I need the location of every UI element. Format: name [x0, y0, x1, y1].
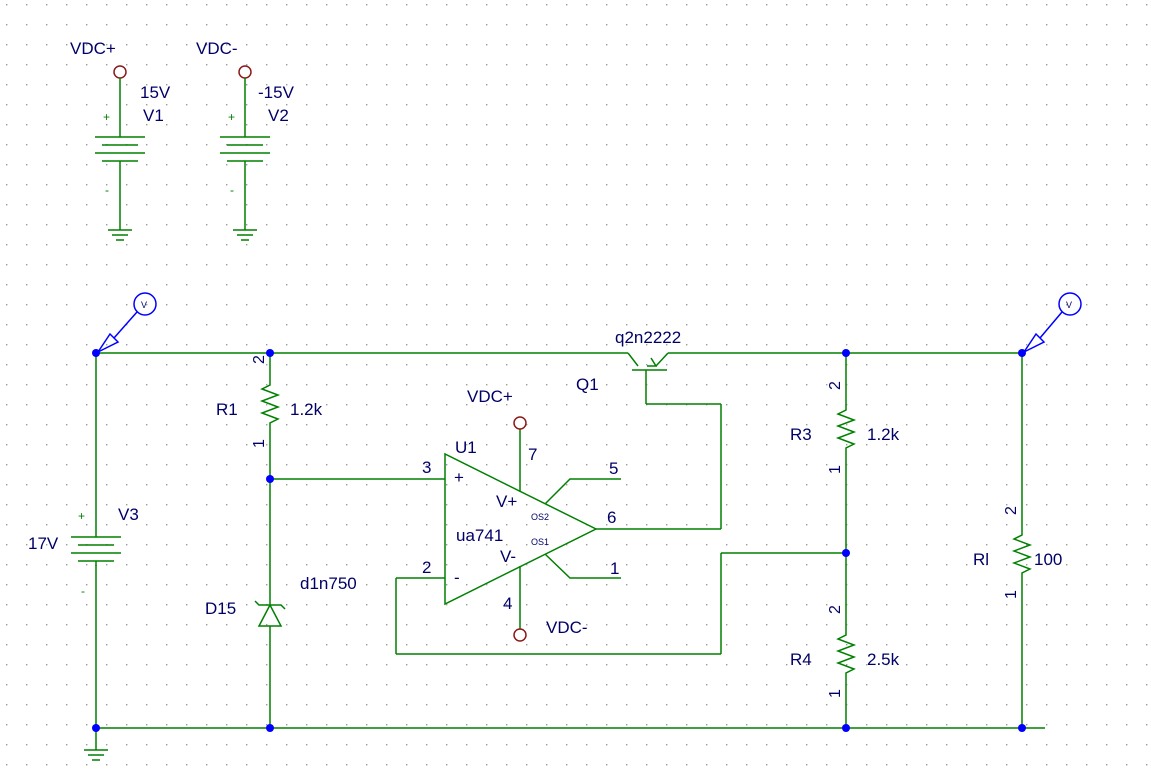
r3-resistor[interactable]: R3 1.2k 2 1: [790, 381, 900, 474]
opamp-pin6: 6: [607, 508, 616, 527]
r4-ref: R4: [790, 650, 812, 669]
opamp-supply-pos-label: VDC+: [467, 387, 513, 406]
opamp-ref: U1: [455, 438, 477, 457]
opamp-model: ua741: [456, 526, 503, 545]
r1-pin-bottom: 1: [251, 439, 268, 448]
v3-minus: -: [81, 584, 85, 598]
opamp-pin2: 2: [422, 558, 431, 577]
rl-ref: Rl: [973, 550, 989, 569]
opamp-pin4: 4: [503, 594, 512, 613]
r3-pin-bottom: 1: [827, 465, 844, 474]
d15-model: d1n750: [300, 574, 357, 593]
v3-source[interactable]: V3 17V + -: [28, 505, 139, 598]
opamp-pin1: 1: [610, 559, 619, 578]
rl-load-resistor[interactable]: Rl 100 2 1: [973, 506, 1062, 599]
rl-pin-top: 2: [1003, 506, 1020, 515]
rl-pin-bottom: 1: [1003, 590, 1020, 599]
q1-transistor[interactable]: q2n2222 Q1: [576, 328, 681, 394]
v1-value: 15V: [140, 83, 171, 102]
opamp-inverting-sign: -: [454, 568, 460, 587]
r4-value: 2.5k: [867, 650, 900, 669]
r1-ref: R1: [216, 400, 238, 419]
v1-source[interactable]: VDC+ 15V V1 + -: [70, 39, 171, 241]
opamp-os1-label: OS1: [531, 537, 549, 547]
r1-resistor[interactable]: R1 1.2k 2 1: [216, 355, 323, 448]
v1-ref: V1: [143, 106, 164, 125]
v1-net-label: VDC+: [70, 39, 116, 58]
opamp-os2-label: OS2: [531, 512, 549, 522]
probe-right-symbol: V: [1066, 300, 1072, 310]
v1-plus: +: [103, 110, 110, 124]
v3-ref: V3: [118, 505, 139, 524]
opamp-noninverting-sign: +: [454, 468, 464, 487]
r1-pin-top: 2: [251, 355, 268, 364]
r3-pin-top: 2: [827, 381, 844, 390]
r4-pin-bottom: 1: [827, 689, 844, 698]
r4-resistor[interactable]: R4 2.5k 2 1: [790, 605, 900, 698]
r1-value: 1.2k: [290, 400, 323, 419]
opamp-pin7: 7: [528, 445, 537, 464]
v3-value: 17V: [28, 534, 59, 553]
d15-zener-diode[interactable]: D15 d1n750: [205, 574, 357, 637]
v3-plus: +: [78, 509, 85, 523]
opamp-vplus-label: V+: [496, 492, 517, 511]
opamp-pin3: 3: [422, 458, 431, 477]
v2-minus: -: [230, 183, 234, 197]
voltage-probe-right[interactable]: V: [1021, 292, 1082, 354]
v2-ref: V2: [268, 106, 289, 125]
junction-dots: [92, 349, 1026, 732]
q1-ref: Q1: [576, 375, 599, 394]
r4-pin-top: 2: [827, 605, 844, 614]
v1-minus: -: [105, 183, 109, 197]
opamp-supply-neg-label: VDC-: [546, 618, 588, 637]
v2-source[interactable]: VDC- -15V V2 + -: [196, 39, 295, 241]
opamp-pin5: 5: [609, 459, 618, 478]
voltage-probe-left[interactable]: V: [95, 292, 157, 354]
v2-net-label: VDC-: [196, 39, 238, 58]
opamp-vminus-label: V-: [500, 547, 516, 566]
rl-value: 100: [1034, 550, 1062, 569]
r3-ref: R3: [790, 425, 812, 444]
r3-value: 1.2k: [867, 425, 900, 444]
v2-plus: +: [228, 110, 235, 124]
v2-value: -15V: [258, 83, 295, 102]
opamp-u1[interactable]: U1 ua741 V+ V- OS2 OS1 + - 3 2 7 4 5 6 1…: [422, 387, 621, 642]
q1-model: q2n2222: [615, 328, 681, 347]
d15-ref: D15: [205, 599, 236, 618]
probe-left-symbol: V: [141, 300, 147, 310]
